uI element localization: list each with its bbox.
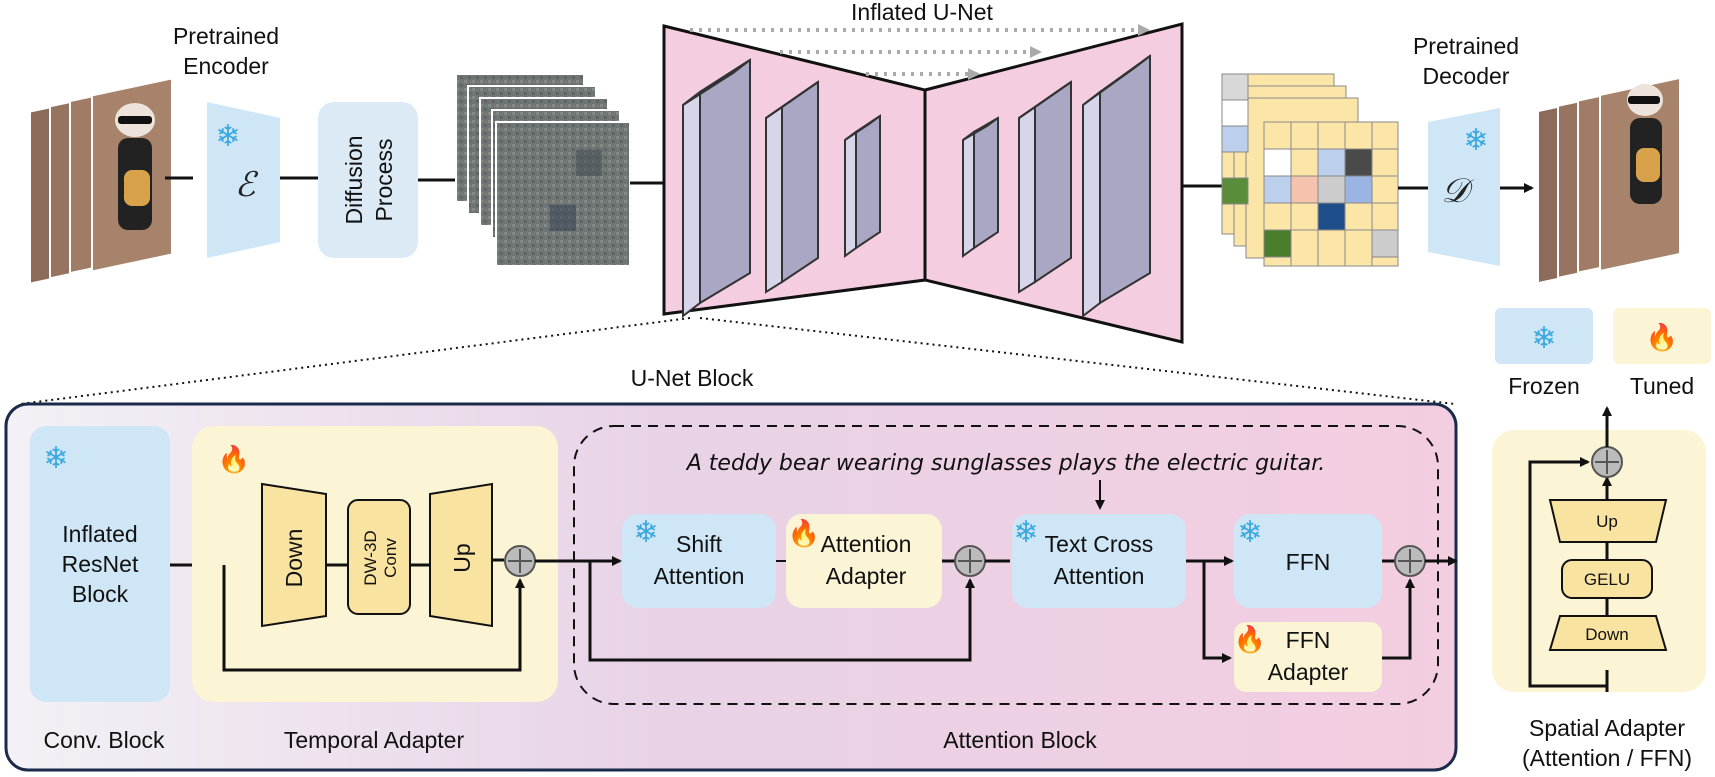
shift-attention-label-1: Shift — [676, 531, 723, 557]
snowflake-icon: ❄ — [1463, 123, 1488, 158]
dw3d-conv-block — [347, 499, 411, 615]
conv-block-box — [30, 426, 170, 702]
pretrained-encoder-label-1: Pretrained — [173, 23, 279, 49]
output-video-frames — [1537, 76, 1681, 285]
ffn-adapter-box — [1234, 622, 1382, 692]
gelu-label: GELU — [1584, 570, 1630, 589]
conv-block-caption: Conv. Block — [43, 727, 165, 753]
encoder-trapezoid — [207, 102, 280, 258]
decoder-trapezoid — [1428, 108, 1500, 266]
unet-layer-slabs — [682, 54, 1151, 319]
diffusion-process-label-1: Diffusion — [341, 135, 367, 224]
attention-adapter-box — [786, 514, 942, 608]
temporal-down-label: Down — [281, 529, 307, 588]
snowflake-icon: ❄ — [215, 119, 240, 154]
conv-block-text-2: ResNet — [62, 551, 139, 577]
spatial-adapter-caption-1: Spatial Adapter — [1529, 715, 1685, 741]
temporal-up-label: Up — [449, 543, 475, 572]
text-cross-attention-box — [1012, 514, 1186, 608]
ffn-label: FFN — [1286, 549, 1331, 575]
text-prompt: A teddy bear wearing sunglasses plays th… — [685, 451, 1325, 476]
shift-attention-label-2: Attention — [654, 563, 745, 589]
denoised-latents — [1221, 73, 1399, 267]
legend-frozen-swatch — [1495, 308, 1593, 364]
pretrained-encoder-label-2: Encoder — [183, 53, 269, 79]
snowflake-icon: ❄ — [633, 515, 658, 550]
flame-icon: 🔥 — [1646, 322, 1678, 353]
temporal-up-block — [429, 482, 493, 628]
text-cross-attention-label-1: Text Cross — [1045, 531, 1154, 557]
text-cross-attention-label-2: Attention — [1054, 563, 1145, 589]
dw3d-label-1: DW-3D — [361, 530, 380, 585]
temporal-adapter-caption: Temporal Adapter — [284, 727, 465, 753]
spatial-up-label: Up — [1596, 512, 1618, 531]
pretrained-decoder-label-2: Decoder — [1423, 63, 1510, 89]
pretrained-decoder-label-1: Pretrained — [1413, 33, 1519, 59]
snowflake-icon: ❄ — [1013, 515, 1038, 550]
spatial-down-label: Down — [1585, 625, 1628, 644]
legend-tuned-swatch — [1613, 308, 1711, 364]
temporal-down-block — [261, 482, 327, 628]
diffusion-process-label-2: Process — [371, 138, 397, 221]
ffn-box — [1234, 514, 1382, 608]
shift-attention-box — [622, 514, 776, 608]
snowflake-icon: ❄ — [43, 441, 68, 476]
dw3d-label-2: Conv — [381, 538, 400, 578]
ffn-adapter-label-2: Adapter — [1268, 659, 1349, 685]
attention-adapter-label-1: Attention — [821, 531, 912, 557]
attention-block-caption: Attention Block — [943, 727, 1097, 753]
spatial-adapter-caption-2: (Attention / FFN) — [1522, 745, 1692, 771]
noisy-latents — [455, 73, 631, 267]
encoder-symbol: ℰ — [235, 165, 259, 205]
spatial-up-block — [1548, 499, 1668, 543]
legend-frozen-label: Frozen — [1508, 373, 1580, 399]
spatial-down-block — [1548, 615, 1668, 651]
flame-icon: 🔥 — [1234, 624, 1266, 655]
flame-icon: 🔥 — [218, 444, 250, 475]
snowflake-icon: ❄ — [1237, 515, 1262, 550]
attention-adapter-label-2: Adapter — [826, 563, 907, 589]
diffusion-process-box — [318, 102, 418, 258]
input-video-frames — [29, 77, 173, 285]
inflated-unet-label: Inflated U-Net — [851, 0, 994, 25]
legend-tuned-label: Tuned — [1630, 373, 1694, 399]
attention-block-outline — [573, 425, 1439, 705]
flame-icon: 🔥 — [788, 518, 820, 549]
ffn-adapter-label-1: FFN — [1286, 627, 1331, 653]
snowflake-icon: ❄ — [1531, 321, 1556, 356]
unet-block-label: U-Net Block — [631, 365, 754, 391]
conv-block-text-1: Inflated — [62, 521, 137, 547]
conv-block-text-3: Block — [72, 581, 129, 607]
